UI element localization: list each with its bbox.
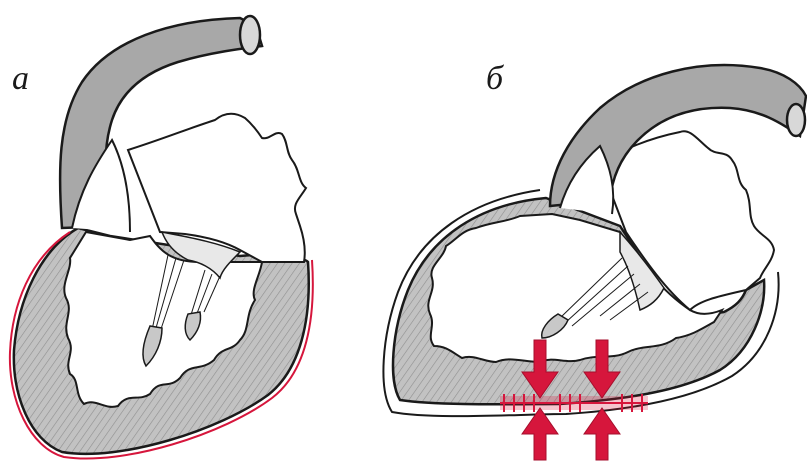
aorta-opening-a — [240, 16, 260, 54]
panel-label-a: а — [12, 62, 29, 96]
atrium-outline-a — [128, 114, 306, 262]
heart-compressed — [383, 65, 806, 460]
panel-label-b: б — [486, 62, 503, 96]
aorta-opening-b — [787, 104, 805, 136]
compression-zone — [500, 394, 648, 412]
heart-normal — [10, 16, 313, 459]
arrow-up-right-icon — [584, 408, 620, 460]
arrow-up-left-icon — [522, 408, 558, 460]
